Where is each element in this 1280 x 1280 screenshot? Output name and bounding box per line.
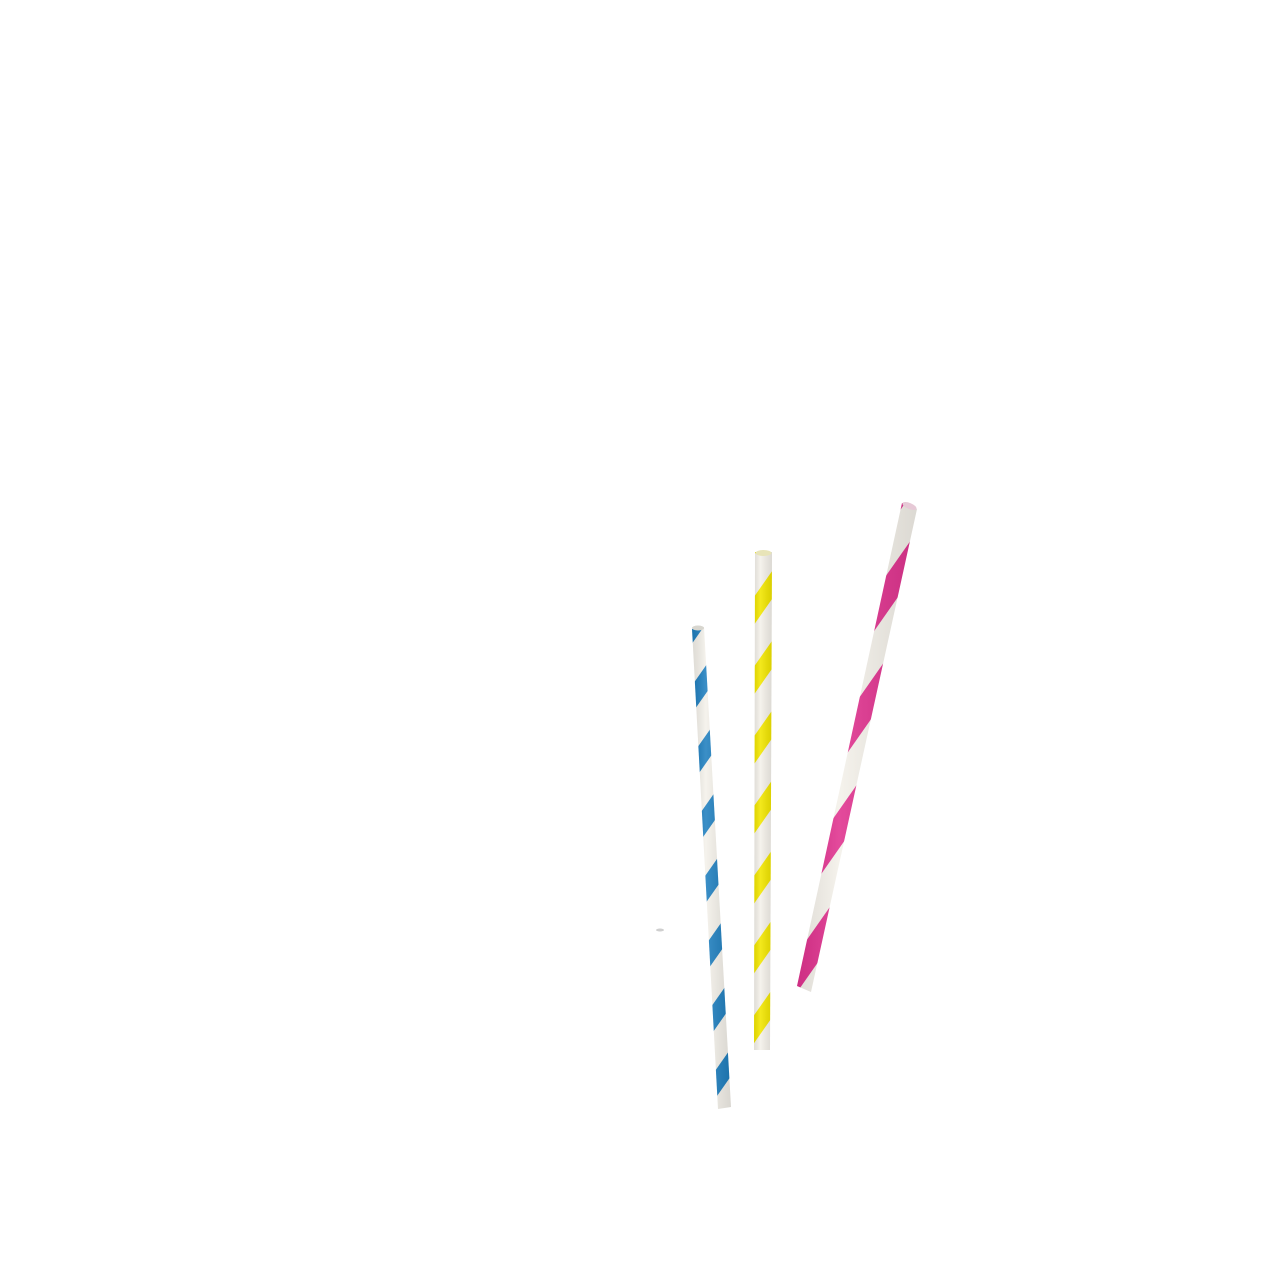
speck: [656, 928, 664, 932]
yellow-straw: [754, 550, 772, 1050]
pink-straw: [797, 502, 917, 992]
yellow-straw-end: [755, 550, 772, 556]
blue-straw-end: [692, 625, 704, 631]
blue-straw: [692, 625, 731, 1109]
pink-straw-end: [902, 502, 917, 510]
